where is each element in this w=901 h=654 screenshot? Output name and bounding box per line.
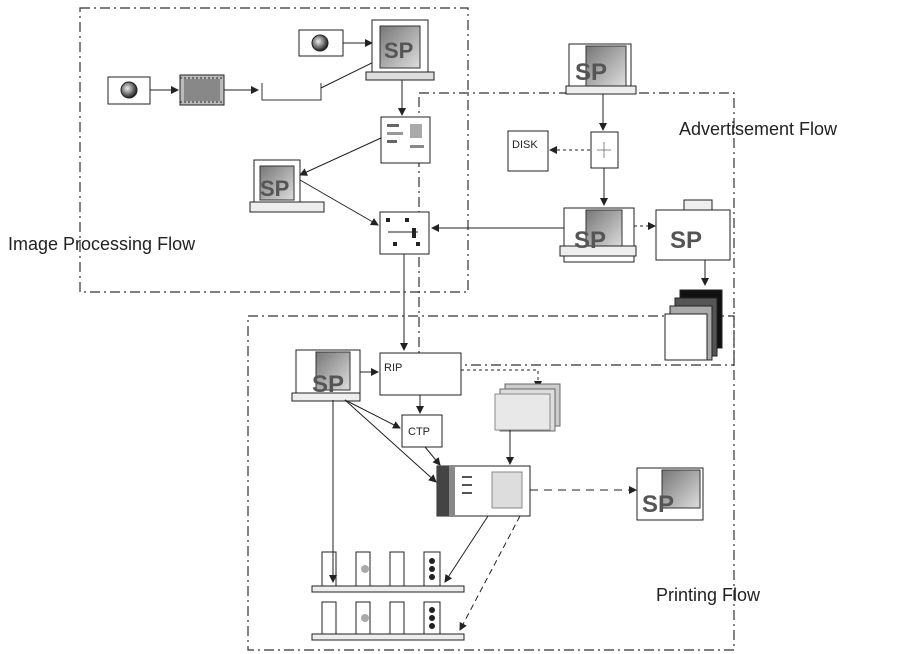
svg-text:SP: SP bbox=[670, 227, 702, 254]
press-control-panel-icon bbox=[437, 466, 530, 516]
film-strip-icon bbox=[180, 75, 224, 105]
film-output-stack-icon bbox=[495, 384, 560, 431]
connector-arrow bbox=[445, 516, 488, 582]
advertisement-document-icon bbox=[591, 132, 618, 168]
workstation-icon: SP bbox=[560, 208, 636, 262]
imposition-document-icon bbox=[380, 212, 429, 254]
connector-arrow bbox=[425, 447, 440, 465]
advertisement-flow-label: Advertisement Flow bbox=[679, 119, 837, 140]
svg-text:CTP: CTP bbox=[408, 426, 430, 438]
camera-icon bbox=[108, 77, 150, 104]
svg-text:SP: SP bbox=[574, 227, 606, 254]
svg-text:RIP: RIP bbox=[384, 362, 402, 374]
printing-flow-label: Printing Flow bbox=[656, 585, 760, 606]
connector-arrow bbox=[300, 138, 381, 175]
workstation-icon: SP bbox=[366, 20, 434, 80]
svg-text:SP: SP bbox=[642, 491, 674, 518]
svg-text:SP: SP bbox=[384, 38, 413, 63]
printing-press-icon bbox=[312, 552, 464, 592]
printing-press-icon bbox=[312, 602, 464, 640]
layout-document-icon bbox=[381, 117, 430, 163]
camera-icon bbox=[299, 30, 343, 56]
svg-text:DISK: DISK bbox=[512, 139, 538, 151]
scanner-icon bbox=[262, 83, 321, 100]
film-stack-icon bbox=[665, 290, 722, 360]
disk-icon: DISK bbox=[508, 131, 548, 171]
workstation-icon: SP bbox=[656, 200, 730, 260]
workstation-icon: SP bbox=[250, 160, 324, 212]
connector-arrow bbox=[345, 400, 400, 428]
svg-text:SP: SP bbox=[312, 371, 344, 398]
workstation-icon: SP bbox=[292, 350, 360, 401]
workstation-icon: SP bbox=[566, 44, 636, 94]
ctp-box: CTP bbox=[402, 415, 442, 447]
svg-text:SP: SP bbox=[575, 59, 607, 86]
svg-text:SP: SP bbox=[260, 176, 289, 201]
connector-arrow bbox=[460, 516, 520, 630]
workstation-icon: SP bbox=[637, 468, 703, 520]
rip-box: RIP bbox=[380, 353, 461, 395]
image-processing-flow-label: Image Processing Flow bbox=[8, 234, 195, 255]
